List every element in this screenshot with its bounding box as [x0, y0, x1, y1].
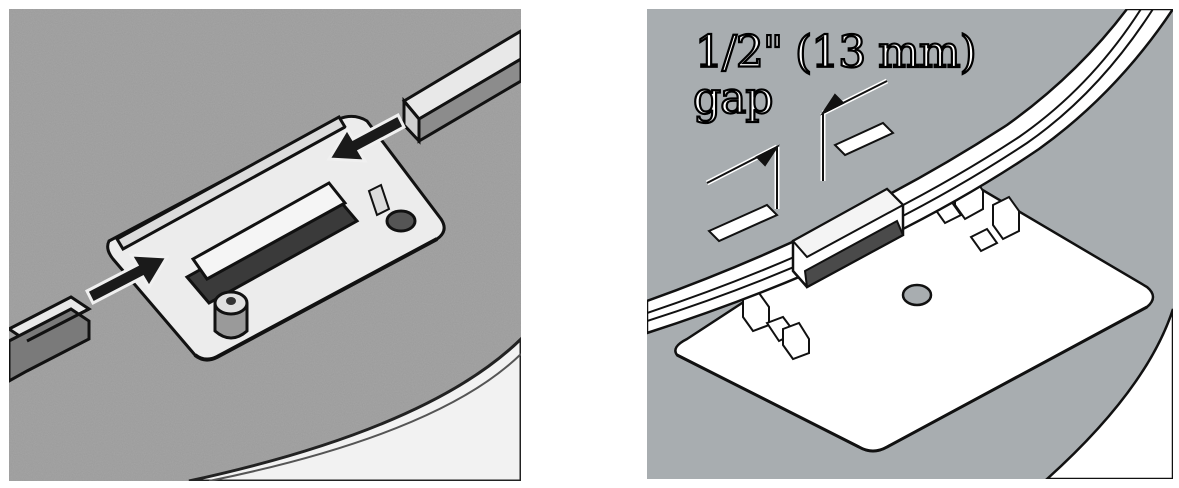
left-curved-edge [188, 336, 521, 481]
right-illustration-panel: 1/2" (13 mm) gap [647, 9, 1173, 479]
left-illustration-panel [9, 9, 521, 481]
plate-screw-hole [901, 283, 933, 307]
left-illustration [9, 9, 521, 481]
center-block [791, 187, 905, 289]
mounting-plate [674, 167, 1155, 453]
left-track-segment [9, 295, 92, 383]
left-clips [742, 291, 810, 361]
insert-arrow-left [84, 253, 170, 306]
gap-measurement-label: 1/2" (13 mm) [695, 27, 976, 78]
insert-arrow-right [326, 112, 406, 163]
gap-dimension-lines [705, 78, 889, 209]
right-track-segment [401, 29, 521, 145]
right-illustration: 1/2" (13 mm) gap [647, 9, 1173, 479]
right-curved-edge [1045, 308, 1173, 479]
bracket-base-plate [106, 114, 446, 362]
gap-word-label: gap [693, 73, 773, 124]
track-ends [707, 121, 895, 243]
